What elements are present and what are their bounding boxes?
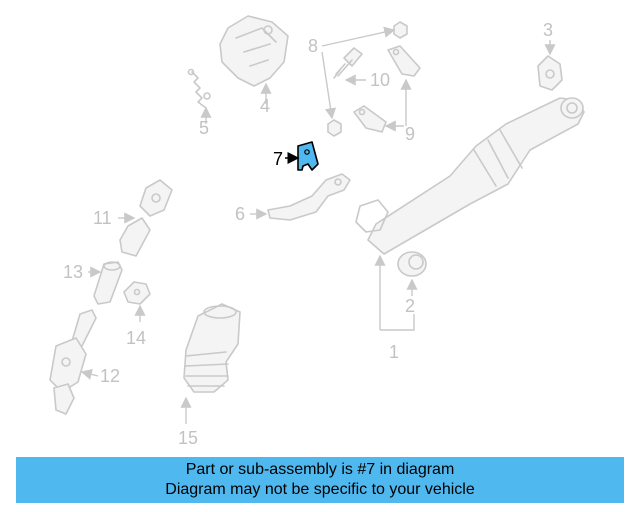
part-3-grommet xyxy=(537,55,563,91)
part-1-column xyxy=(355,97,585,255)
part-12-shaft xyxy=(49,309,97,415)
callout-8: 8 xyxy=(308,36,318,56)
callout-3: 3 xyxy=(543,20,553,40)
part-14-clip xyxy=(123,281,151,305)
callout-9: 9 xyxy=(405,124,415,144)
leader-8b xyxy=(321,51,337,120)
part-6-bracket xyxy=(267,173,351,221)
part-9-plate xyxy=(353,45,421,133)
callout-10: 10 xyxy=(370,70,390,90)
callout-7: 7 xyxy=(273,149,283,169)
part-7-highlighted xyxy=(297,141,319,171)
callout-6: 6 xyxy=(235,204,245,224)
part-5-spring xyxy=(187,68,211,109)
banner-line-2: Diagram may not be specific to your vehi… xyxy=(165,481,475,498)
callout-2: 2 xyxy=(405,296,415,316)
leader-1b xyxy=(380,314,415,331)
part-10-bolt xyxy=(333,47,363,79)
part-11-ujoint xyxy=(119,179,173,257)
callout-11: 11 xyxy=(93,208,112,228)
callout-12: 12 xyxy=(100,366,120,386)
callout-14: 14 xyxy=(126,328,146,348)
callout-4: 4 xyxy=(260,96,270,116)
part-13-sleeve xyxy=(93,261,123,305)
part-4-housing xyxy=(219,15,289,87)
part-15-boot xyxy=(183,303,241,393)
callout-13: 13 xyxy=(63,262,83,282)
callout-15: 15 xyxy=(178,428,198,448)
leader-12 xyxy=(80,368,99,380)
callout-5: 5 xyxy=(199,118,209,138)
part-8-nut xyxy=(327,21,408,137)
info-banner: Part or sub-assembly is #7 in diagram Di… xyxy=(16,457,624,503)
leader-8a xyxy=(321,26,396,47)
callout-1: 1 xyxy=(389,342,399,362)
banner-line-1: Part or sub-assembly is #7 in diagram xyxy=(185,461,455,478)
part-2-bushing xyxy=(397,251,427,277)
